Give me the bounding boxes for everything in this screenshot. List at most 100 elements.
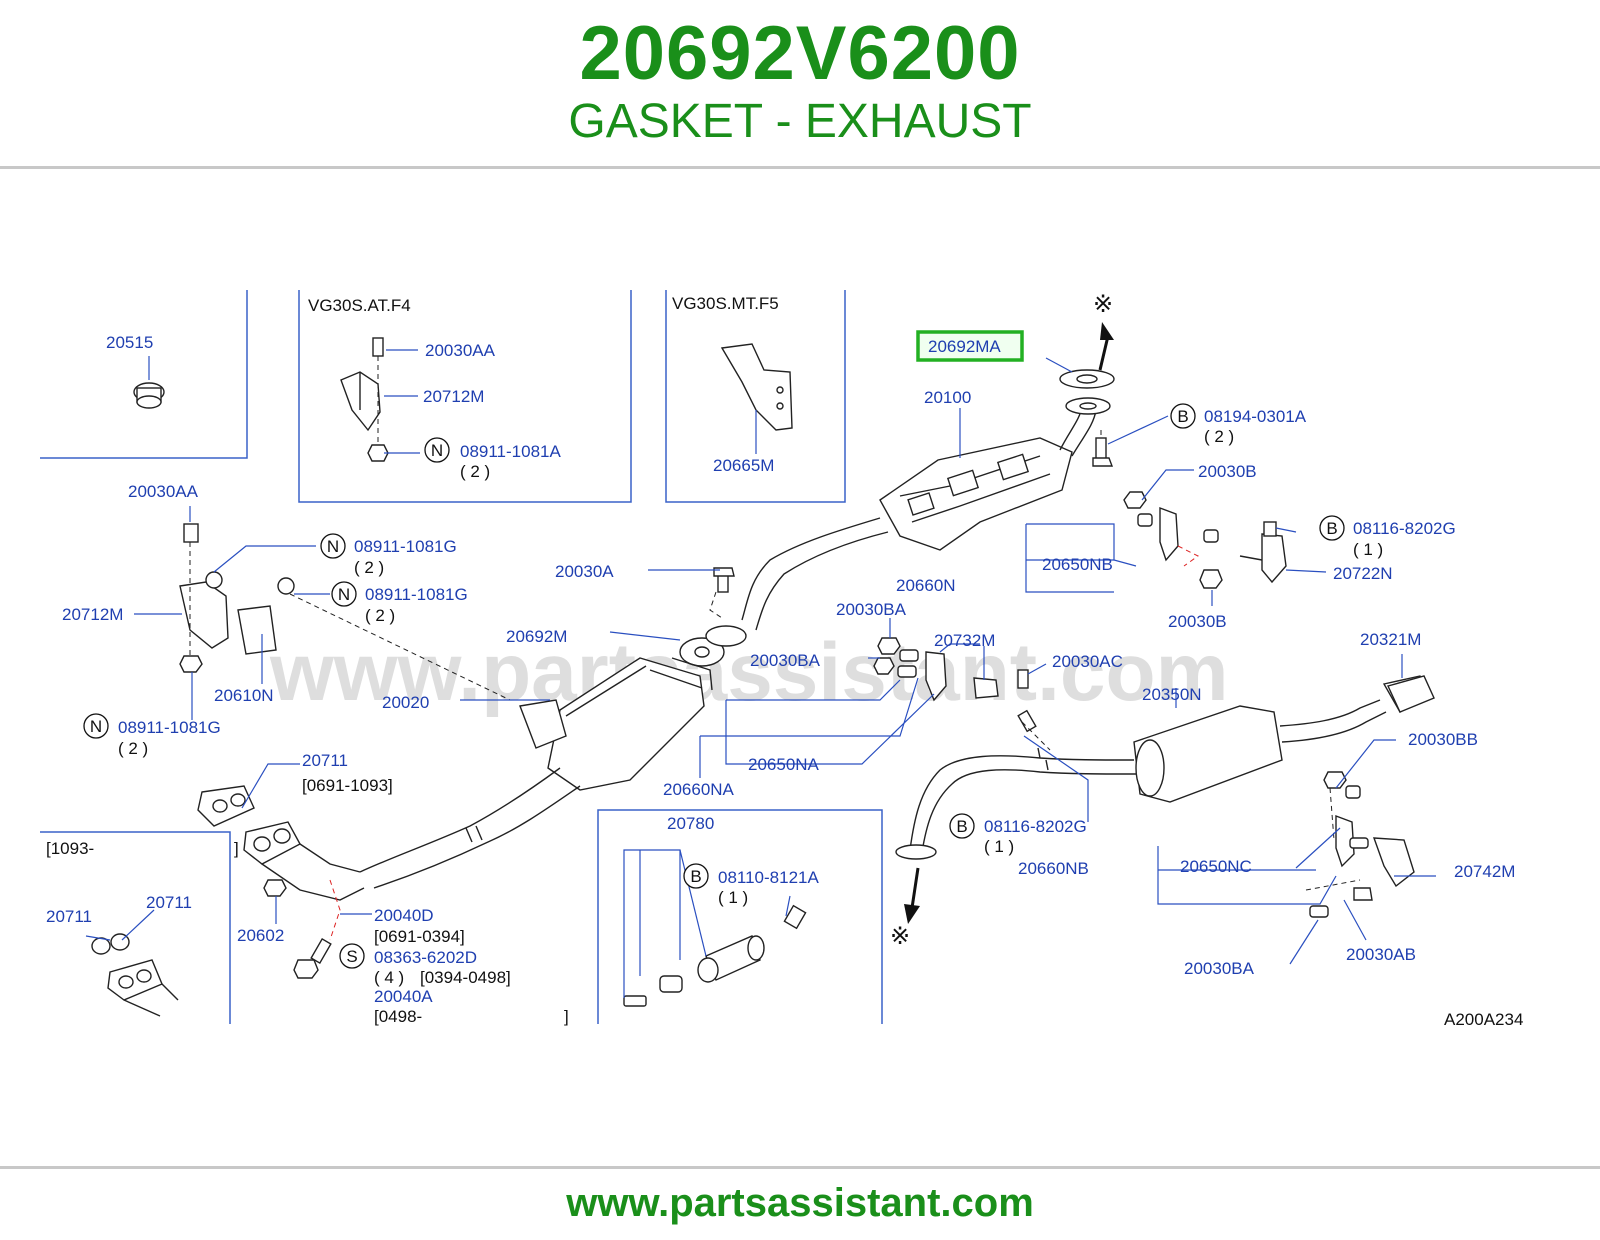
part-label-20711-b[interactable]: 20711 (46, 907, 92, 926)
part-label-20780[interactable]: 20780 (667, 814, 714, 833)
leader-20030b-upper (1141, 469, 1194, 501)
mount-kit-20780[interactable] (623, 904, 807, 1007)
part-label-20030a[interactable]: 20030A (555, 562, 614, 581)
part-label-20712m-side[interactable]: 20712M (62, 605, 123, 624)
date-0394-0498: [0394-0498] (420, 968, 511, 987)
part-label-20732m[interactable]: 20732M (934, 631, 995, 650)
part-label-20030ba-a[interactable]: 20030BA (836, 600, 907, 619)
bracket-20722n[interactable] (1239, 521, 1287, 584)
part-label-20650nc[interactable]: 20650NC (1180, 857, 1252, 876)
leader-20711-b (85, 935, 111, 941)
frame-at-variant (298, 290, 632, 503)
bracket-20665m-mt[interactable] (720, 343, 793, 431)
svg-text:N: N (327, 537, 339, 556)
part-label-20711-a[interactable]: 20711 (302, 751, 348, 770)
ref-mark-top: ※ (1093, 291, 1113, 318)
part-label-08116-8202g-b[interactable]: 08116-8202G (984, 817, 1087, 836)
part-label-08911-1081g-c[interactable]: 08911-1081G (118, 718, 221, 737)
part-label-20030ac[interactable]: 20030AC (1052, 652, 1123, 671)
qty-08110-8121a: ( 1 ) (718, 888, 748, 907)
part-label-20650na[interactable]: 20650NA (748, 755, 820, 774)
symbol-n-08911-1081g-a: N (320, 533, 346, 559)
center-muffler-20100[interactable] (741, 397, 1111, 631)
part-label-20665m[interactable]: 20665M (713, 456, 774, 475)
part-number-title: 20692V6200 (579, 11, 1021, 96)
part-label-20030ba-b[interactable]: 20030BA (750, 651, 821, 670)
footer-divider (0, 1166, 1600, 1169)
svg-text:N: N (338, 585, 350, 604)
nut-20602[interactable] (263, 879, 287, 897)
part-label-08194-0301a[interactable]: 08194-0301A (1204, 407, 1307, 426)
grommet-20515[interactable] (133, 382, 165, 409)
part-label-20742m[interactable]: 20742M (1454, 862, 1515, 881)
part-label-20610n[interactable]: 20610N (214, 686, 274, 705)
part-label-20660na[interactable]: 20660NA (663, 780, 735, 799)
gasket-20692ma[interactable] (1059, 369, 1115, 389)
qty-08911-1081g-c: ( 2 ) (118, 739, 148, 758)
tail-pipe-20321m[interactable] (1387, 675, 1435, 713)
part-label-20660nb[interactable]: 20660NB (1018, 859, 1089, 878)
qty-08911-1081g-b: ( 2 ) (365, 606, 395, 625)
front-pipe-flange[interactable] (197, 785, 365, 901)
part-label-20692m[interactable]: 20692M (506, 627, 567, 646)
ref-mark-bottom: ※ (890, 923, 910, 950)
part-label-20692ma-highlighted[interactable]: 20692MA (928, 337, 1001, 356)
leader-20650na-b (725, 693, 935, 765)
front-pipe-inset[interactable] (91, 933, 179, 1017)
date-0691-1093: [0691-1093] (302, 776, 393, 795)
part-label-08116-8202g-a[interactable]: 08116-8202G (1353, 519, 1456, 538)
bracket-20712m-at[interactable] (340, 337, 389, 462)
front-muffler-20020[interactable] (359, 657, 713, 889)
part-label-20100[interactable]: 20100 (924, 388, 971, 407)
part-label-20602[interactable]: 20602 (237, 926, 284, 945)
part-label-08110-8121a[interactable]: 08110-8121A (718, 868, 819, 887)
part-label-08911-1081g-b[interactable]: 08911-1081G (365, 585, 468, 604)
leader-20030ac (1027, 663, 1047, 675)
leader-20711-a (241, 763, 300, 809)
svg-text:N: N (90, 717, 102, 736)
bolt-20030a[interactable] (709, 567, 735, 619)
symbol-b-08116-8202g-a: B (1319, 515, 1345, 541)
part-label-20515[interactable]: 20515 (106, 333, 153, 352)
bolt-08363-6202d[interactable] (293, 879, 341, 979)
part-label-20350n[interactable]: 20350N (1142, 685, 1202, 704)
frame-mt-variant (665, 290, 846, 503)
svg-text:B: B (1326, 519, 1337, 538)
part-label-20030b-upper[interactable]: 20030B (1198, 462, 1257, 481)
part-label-20040a[interactable]: 20040A (374, 987, 433, 1006)
svg-text:S: S (346, 947, 357, 966)
part-label-20020[interactable]: 20020 (382, 693, 429, 712)
part-label-08363-6202d[interactable]: 08363-6202D (374, 948, 477, 967)
part-label-20711-c[interactable]: 20711 (146, 893, 192, 912)
bolt-08194-0301a[interactable] (1092, 430, 1114, 467)
part-label-20660n[interactable]: 20660N (896, 576, 956, 595)
qty-08194-0301a: ( 2 ) (1204, 427, 1234, 446)
mount-20650nb-upper[interactable] (1123, 491, 1223, 589)
part-label-20712m-at[interactable]: 20712M (423, 387, 484, 406)
part-label-20650nb-upper[interactable]: 20650NB (1042, 555, 1113, 574)
leader-20650nc-a (1157, 846, 1337, 905)
part-label-20030ab[interactable]: 20030AB (1346, 945, 1416, 964)
bracket-20712m-side[interactable] (179, 523, 511, 701)
part-label-20030ba-c[interactable]: 20030BA (1184, 959, 1255, 978)
variant-label-at: VG30S.AT.F4 (308, 296, 411, 315)
diagram-code: A200A234 (1444, 1010, 1523, 1029)
footer-website-link[interactable]: www.partsassistant.com (566, 1181, 1034, 1225)
part-label-20030b-lower[interactable]: 20030B (1168, 612, 1227, 631)
part-label-20040d[interactable]: 20040D (374, 906, 434, 925)
part-label-20030aa-side[interactable]: 20030AA (128, 482, 199, 501)
qty-08116-8202g-a: ( 1 ) (1353, 540, 1383, 559)
part-label-08911-1081g-a[interactable]: 08911-1081G (354, 537, 457, 556)
part-label-08911-1081a[interactable]: 08911-1081A (460, 442, 561, 461)
part-label-20030aa-at[interactable]: 20030AA (425, 341, 496, 360)
leader-20650nb-a (1026, 523, 1137, 567)
qty-08363-6202d: ( 4 ) (374, 968, 404, 987)
leader-20692ma (1045, 357, 1073, 373)
part-label-20722n[interactable]: 20722N (1333, 564, 1393, 583)
part-label-20030bb[interactable]: 20030BB (1408, 730, 1478, 749)
mount-20650na[interactable] (873, 637, 1037, 733)
part-label-20321m[interactable]: 20321M (1360, 630, 1421, 649)
highlighted-part-box (916, 330, 1024, 362)
mount-20650nc[interactable] (1305, 771, 1415, 918)
gasket-20692m[interactable] (679, 625, 747, 667)
